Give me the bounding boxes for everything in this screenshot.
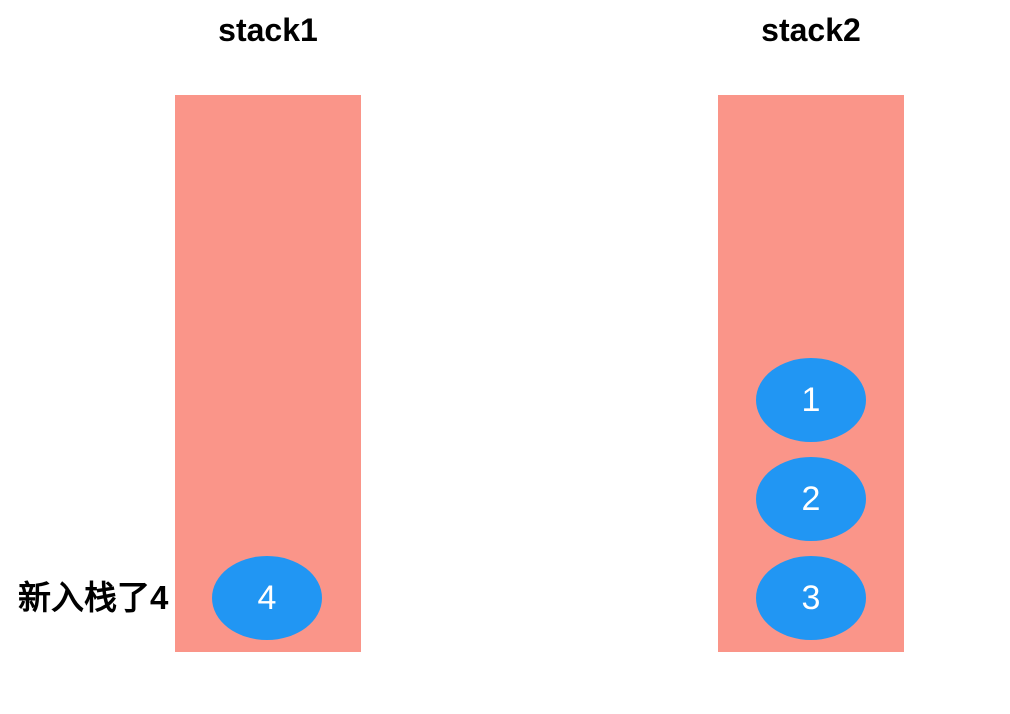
stack1-item-4: 4	[212, 556, 322, 640]
stack1-title: stack1	[218, 12, 318, 48]
stack2-item-3-label: 3	[801, 578, 821, 617]
stack2-item-2-label: 2	[801, 479, 821, 518]
stack2-item-1-label: 1	[801, 380, 821, 419]
stack2-title: stack2	[761, 12, 861, 48]
stack1-item-4-label: 4	[257, 578, 277, 617]
push-annotation: 新入栈了4	[18, 579, 169, 616]
stack2-container: 1 2 3	[718, 95, 904, 652]
stack2-item-2: 2	[756, 457, 866, 541]
stack2-item-3: 3	[756, 556, 866, 640]
stack2-item-1: 1	[756, 358, 866, 442]
stack1-container: 4	[175, 95, 361, 652]
